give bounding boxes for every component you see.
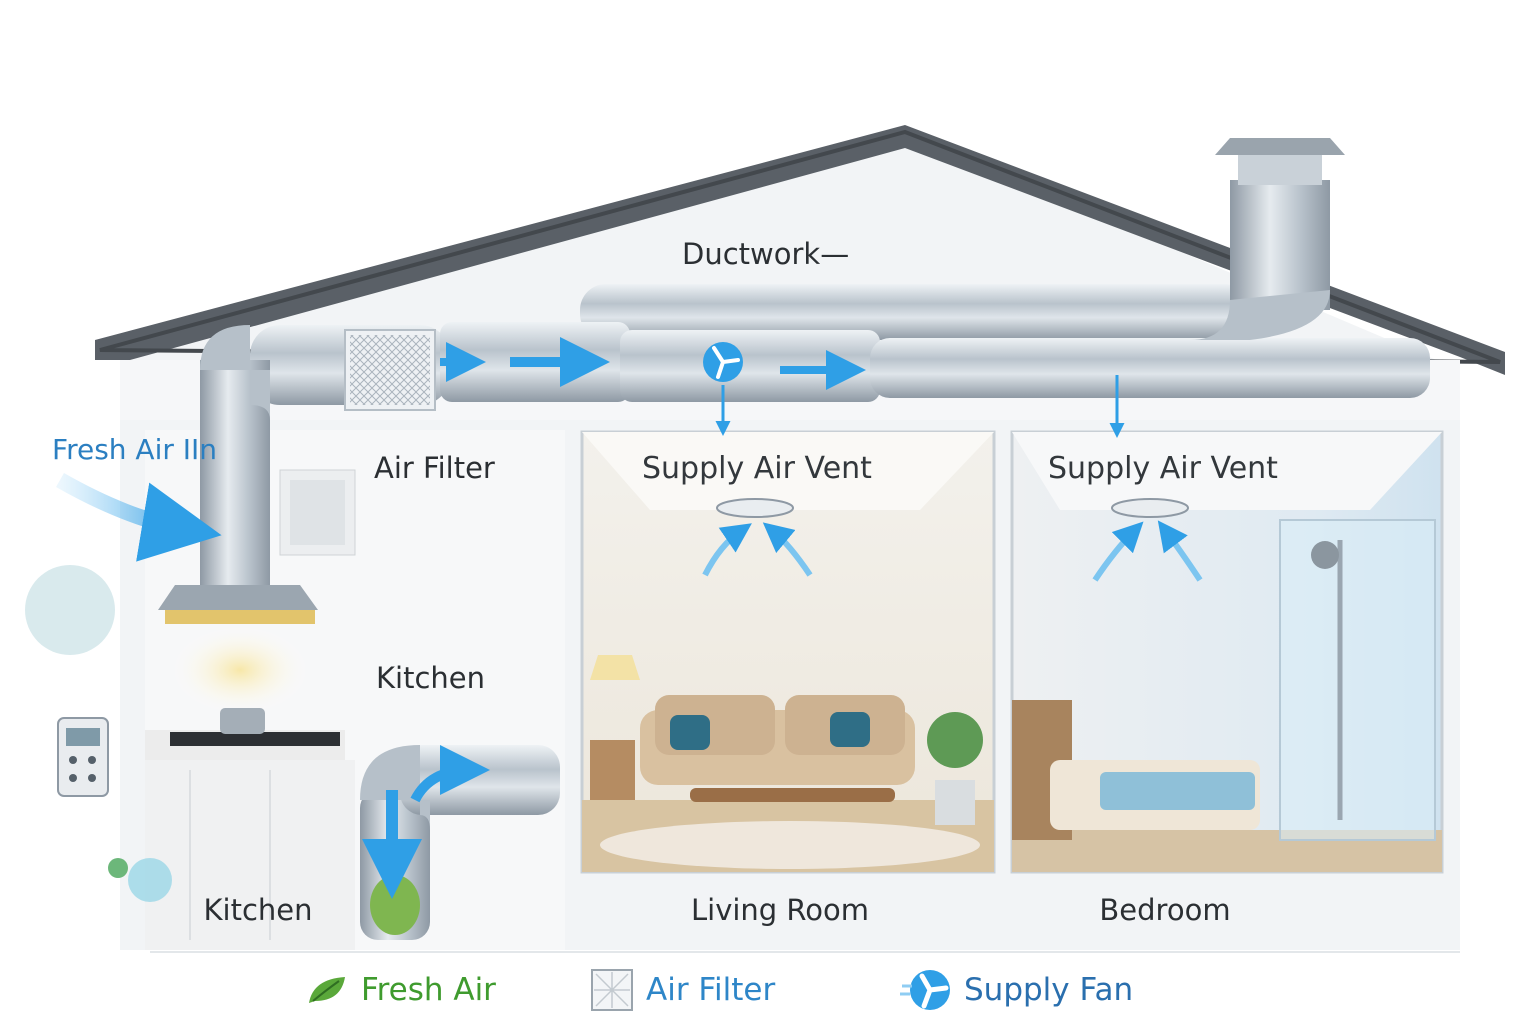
legend-fresh-air-label: Fresh Air [361,972,496,1008]
legend-supply-fan-label: Supply Fan [964,972,1134,1008]
legend-supply-fan: Supply Fan [900,968,1133,1012]
legend-air-filter-label: Air Filter [646,972,776,1008]
filter-icon [591,969,633,1011]
room-label-kitchen: Kitchen [203,893,313,927]
outdoor-tree [25,565,172,902]
legend-air-filter: Air Filter [590,968,775,1012]
ceiling-vents [716,498,1189,518]
airflow-arrows [56,337,1203,899]
supply-fan [703,342,743,382]
thermostat [57,717,109,797]
ductwork-label: Ductwork— [682,237,850,271]
fan-icon [900,970,950,1010]
range-hood [158,530,318,734]
fresh-air-in-label: Fresh Air IIn [52,433,218,466]
supply-vent-label-bedroom: Supply Air Vent [1048,451,1278,486]
duct-filter [344,329,436,411]
bedroom-room [1010,430,1444,874]
leaf-icon [309,977,345,1003]
room-label-bedroom: Bedroom [1099,893,1231,927]
air-filter-label: Air Filter [374,451,495,485]
supply-vent-label-living: Supply Air Vent [642,451,872,486]
living-room [580,430,996,874]
kitchen-inner-label: Kitchen [376,661,485,695]
legend-fresh-air: Fresh Air [305,968,496,1012]
room-label-living-room: Living Room [690,893,870,927]
